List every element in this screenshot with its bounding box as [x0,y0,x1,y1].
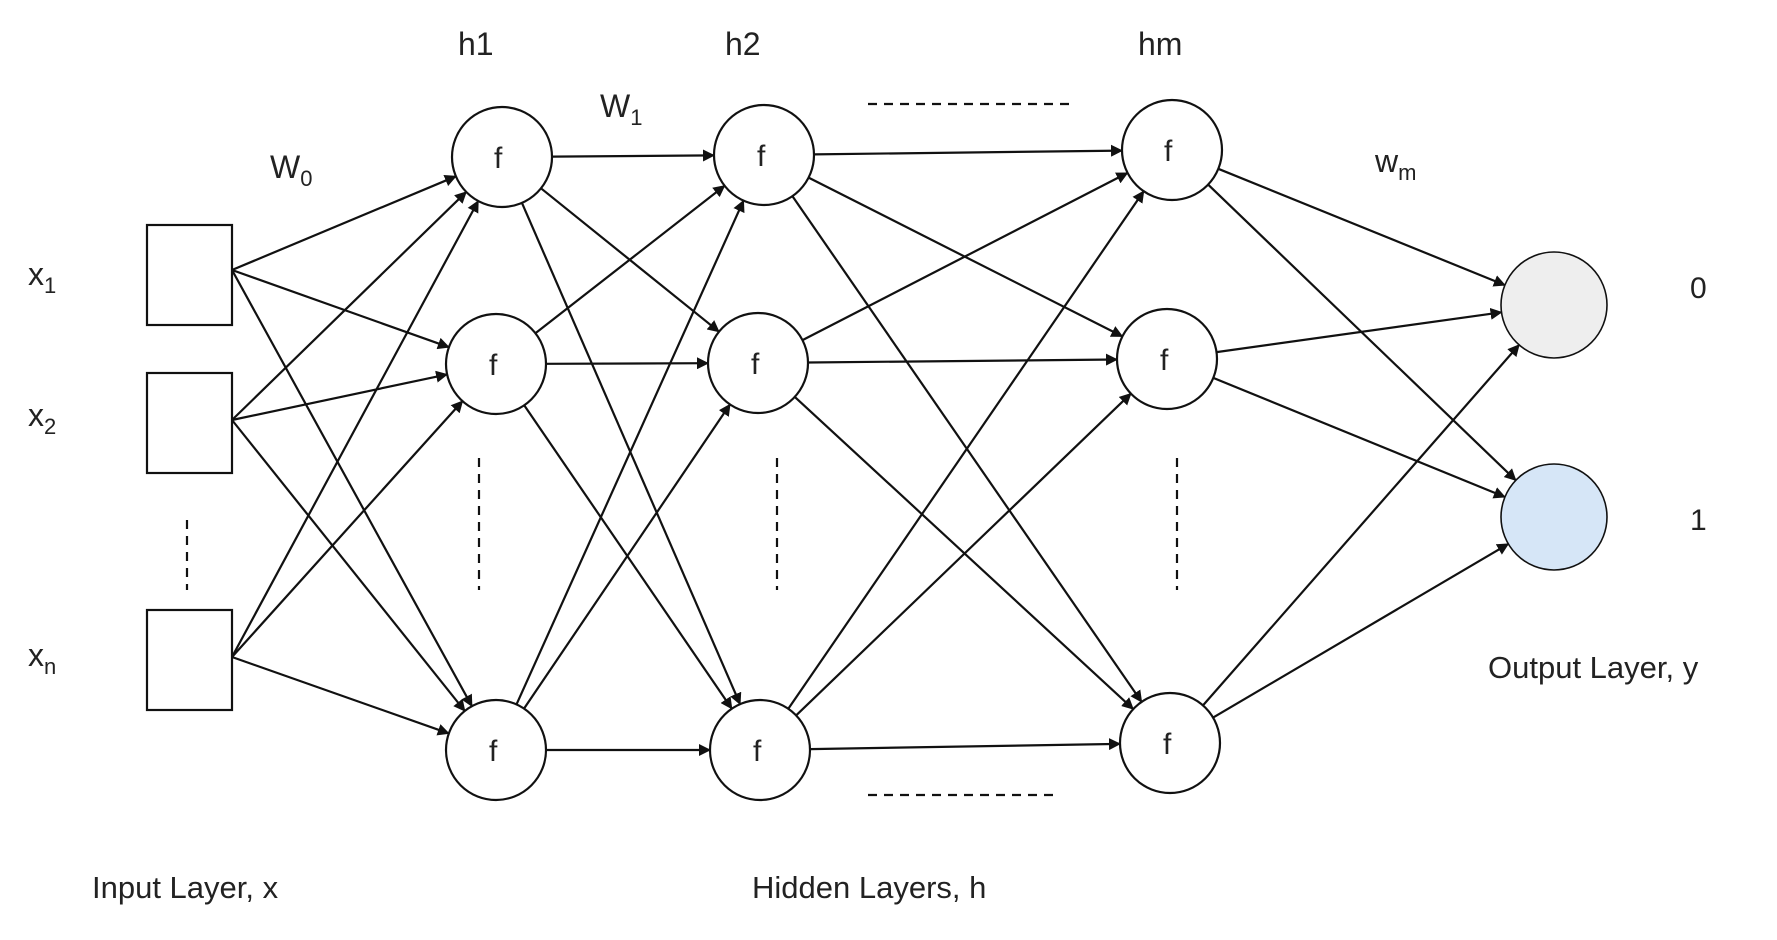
layer-title-h1: h1 [458,26,494,62]
layer-title-hm: hm [1138,26,1182,62]
neuron-label: f [494,142,503,175]
connection-edge [1216,307,1503,354]
weight-label: W1 [600,88,642,130]
connection-edge [813,144,1123,157]
output-node [1500,463,1608,571]
input-variable-labels: x1 x2 xn [28,256,56,679]
neuron [444,312,548,416]
connection-edge [231,370,449,422]
neuron-label: f [751,348,760,381]
ellipsis-markers [185,102,1179,797]
connection-edge [231,175,457,272]
connections [231,144,1520,756]
connection-edge [523,404,733,710]
neuron-label: f [1164,135,1173,168]
hidden-layer-hm: f f f [1115,98,1224,795]
connection-edge [231,419,466,712]
input-label: x2 [28,397,56,439]
output-class-label: 0 [1690,272,1707,305]
output-layer: 0 1 [1500,251,1707,571]
neuron-label: f [1163,728,1172,761]
neuron-label: f [489,735,498,768]
weight-labels: W0 W1 wm [270,88,1416,191]
neuron-label: f [489,349,498,382]
input-layer-caption: Input Layer, x [92,870,279,905]
input-layer [145,223,234,712]
connection-edge [801,171,1129,342]
connection-edge [515,199,745,705]
layer-title-h2: h2 [725,26,761,62]
connection-edge [545,357,709,370]
input-label: xn [28,637,56,679]
connection-edge [520,202,742,706]
connection-edge [231,655,450,736]
neuron [450,105,554,209]
input-label: x1 [28,256,56,298]
connection-edge [523,403,731,710]
connection-edge [231,269,473,708]
connection-edge [231,191,467,421]
layer-titles: h1 h2 hm [458,26,1182,62]
neuron [1118,691,1222,795]
neuron [1120,98,1224,202]
connection-edge [1212,376,1506,499]
connection-edge [807,353,1118,366]
output-layer-caption: Output Layer, y [1488,650,1699,685]
connection-edge [534,184,726,335]
neuron [706,311,810,415]
connection-edge [231,200,480,658]
connection-edge [1202,344,1520,707]
connection-edge [1212,542,1510,719]
weight-label: W0 [270,149,312,191]
captions: Input Layer, x Hidden Layers, h Output L… [92,650,1699,905]
input-node [145,608,234,712]
neuron [444,698,548,802]
weight-label: wm [1374,143,1416,185]
hidden-layer-h2: f f f [706,103,816,802]
output-node [1500,251,1608,359]
connection-edge [795,392,1132,717]
connection-edge [231,268,450,350]
neuron [708,698,812,802]
neuron-label: f [757,140,766,173]
connection-edge [551,149,715,162]
neuron-label: f [753,735,762,768]
connection-edge [1217,167,1506,287]
connection-edge [809,738,1121,751]
output-class-label: 1 [1690,504,1707,537]
hidden-layer-h1: f f f [444,105,554,802]
input-node [145,371,234,475]
neuron [1115,307,1219,411]
connection-edge [787,190,1145,710]
connection-edge [231,400,464,658]
input-node [145,223,234,327]
neuron-label: f [1160,344,1169,377]
hidden-layers-caption: Hidden Layers, h [752,870,986,905]
neuron [712,103,816,207]
